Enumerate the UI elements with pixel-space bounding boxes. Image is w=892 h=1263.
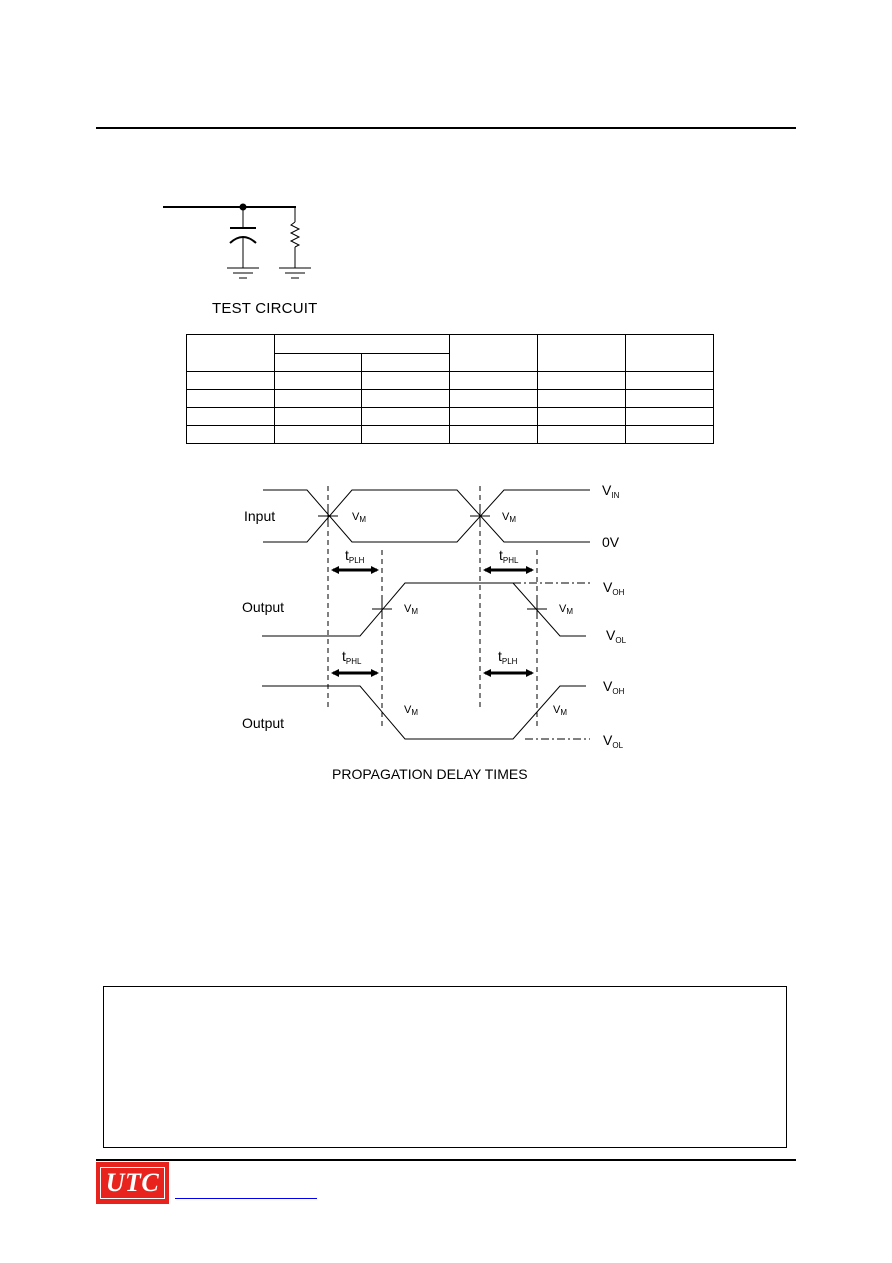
test-circuit-caption: TEST CIRCUIT [212,300,318,317]
vm-label-2: VM [502,511,516,524]
capacitor-plate-bottom [229,236,257,244]
test-conditions-table [186,334,714,444]
input-waveform-b [263,489,590,543]
notice-box [103,986,787,1148]
voh-label-2: VOH [603,678,625,696]
resistor-icon [289,221,301,248]
vin-label: VIN [602,482,620,500]
vol-label-2: VOL [603,732,624,750]
output2-label: Output [242,715,284,731]
header-rule [96,127,796,129]
propagation-delay-diagram: Input Output Output VIN 0V VOH VOL VOH V… [242,482,627,750]
tplh-label-1: tPLH [345,547,365,565]
vm-label-1: VM [352,511,366,524]
vm-label-4: VM [559,603,573,616]
voh-label-1: VOH [603,579,625,597]
vm-label-3: VM [404,603,418,616]
table-row [186,425,714,444]
tphl-label-1: tPHL [499,547,519,565]
input-waveform-a [263,489,590,543]
test-circuit-schematic [163,203,311,279]
utc-logo: UTC [96,1162,169,1204]
website-link[interactable] [175,1184,317,1199]
output1-label: Output [242,599,284,615]
propagation-delay-caption: PROPAGATION DELAY TIMES [332,766,528,782]
output1-waveform [262,582,586,637]
utc-logo-text: UTC [100,1167,165,1199]
vol-label-1: VOL [606,627,627,645]
table-row [186,407,714,426]
table-header-cell [625,334,714,372]
input-label: Input [244,508,275,524]
vm-label-5: VM [404,704,418,717]
table-header-cell [449,334,538,372]
tphl-label-2: tPHL [342,648,362,666]
vm-label-6: VM [553,704,567,717]
output2-waveform [262,685,586,740]
table-row [186,389,714,408]
zero-v-label: 0V [602,534,620,550]
footer-rule [96,1159,796,1161]
tplh-label-2: tPLH [498,648,518,666]
